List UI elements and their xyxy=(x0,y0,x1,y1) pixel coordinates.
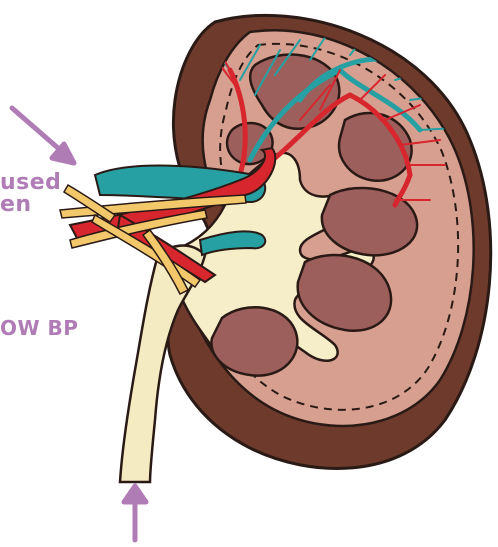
annotation-line-3: OW BP xyxy=(0,318,78,338)
pyramid-bottom xyxy=(211,307,297,375)
annotation-line-2: en xyxy=(0,194,32,216)
arrow-up-icon xyxy=(124,486,146,540)
arrow-left-icon xyxy=(12,108,74,163)
annotation-line-1: used xyxy=(0,172,61,194)
